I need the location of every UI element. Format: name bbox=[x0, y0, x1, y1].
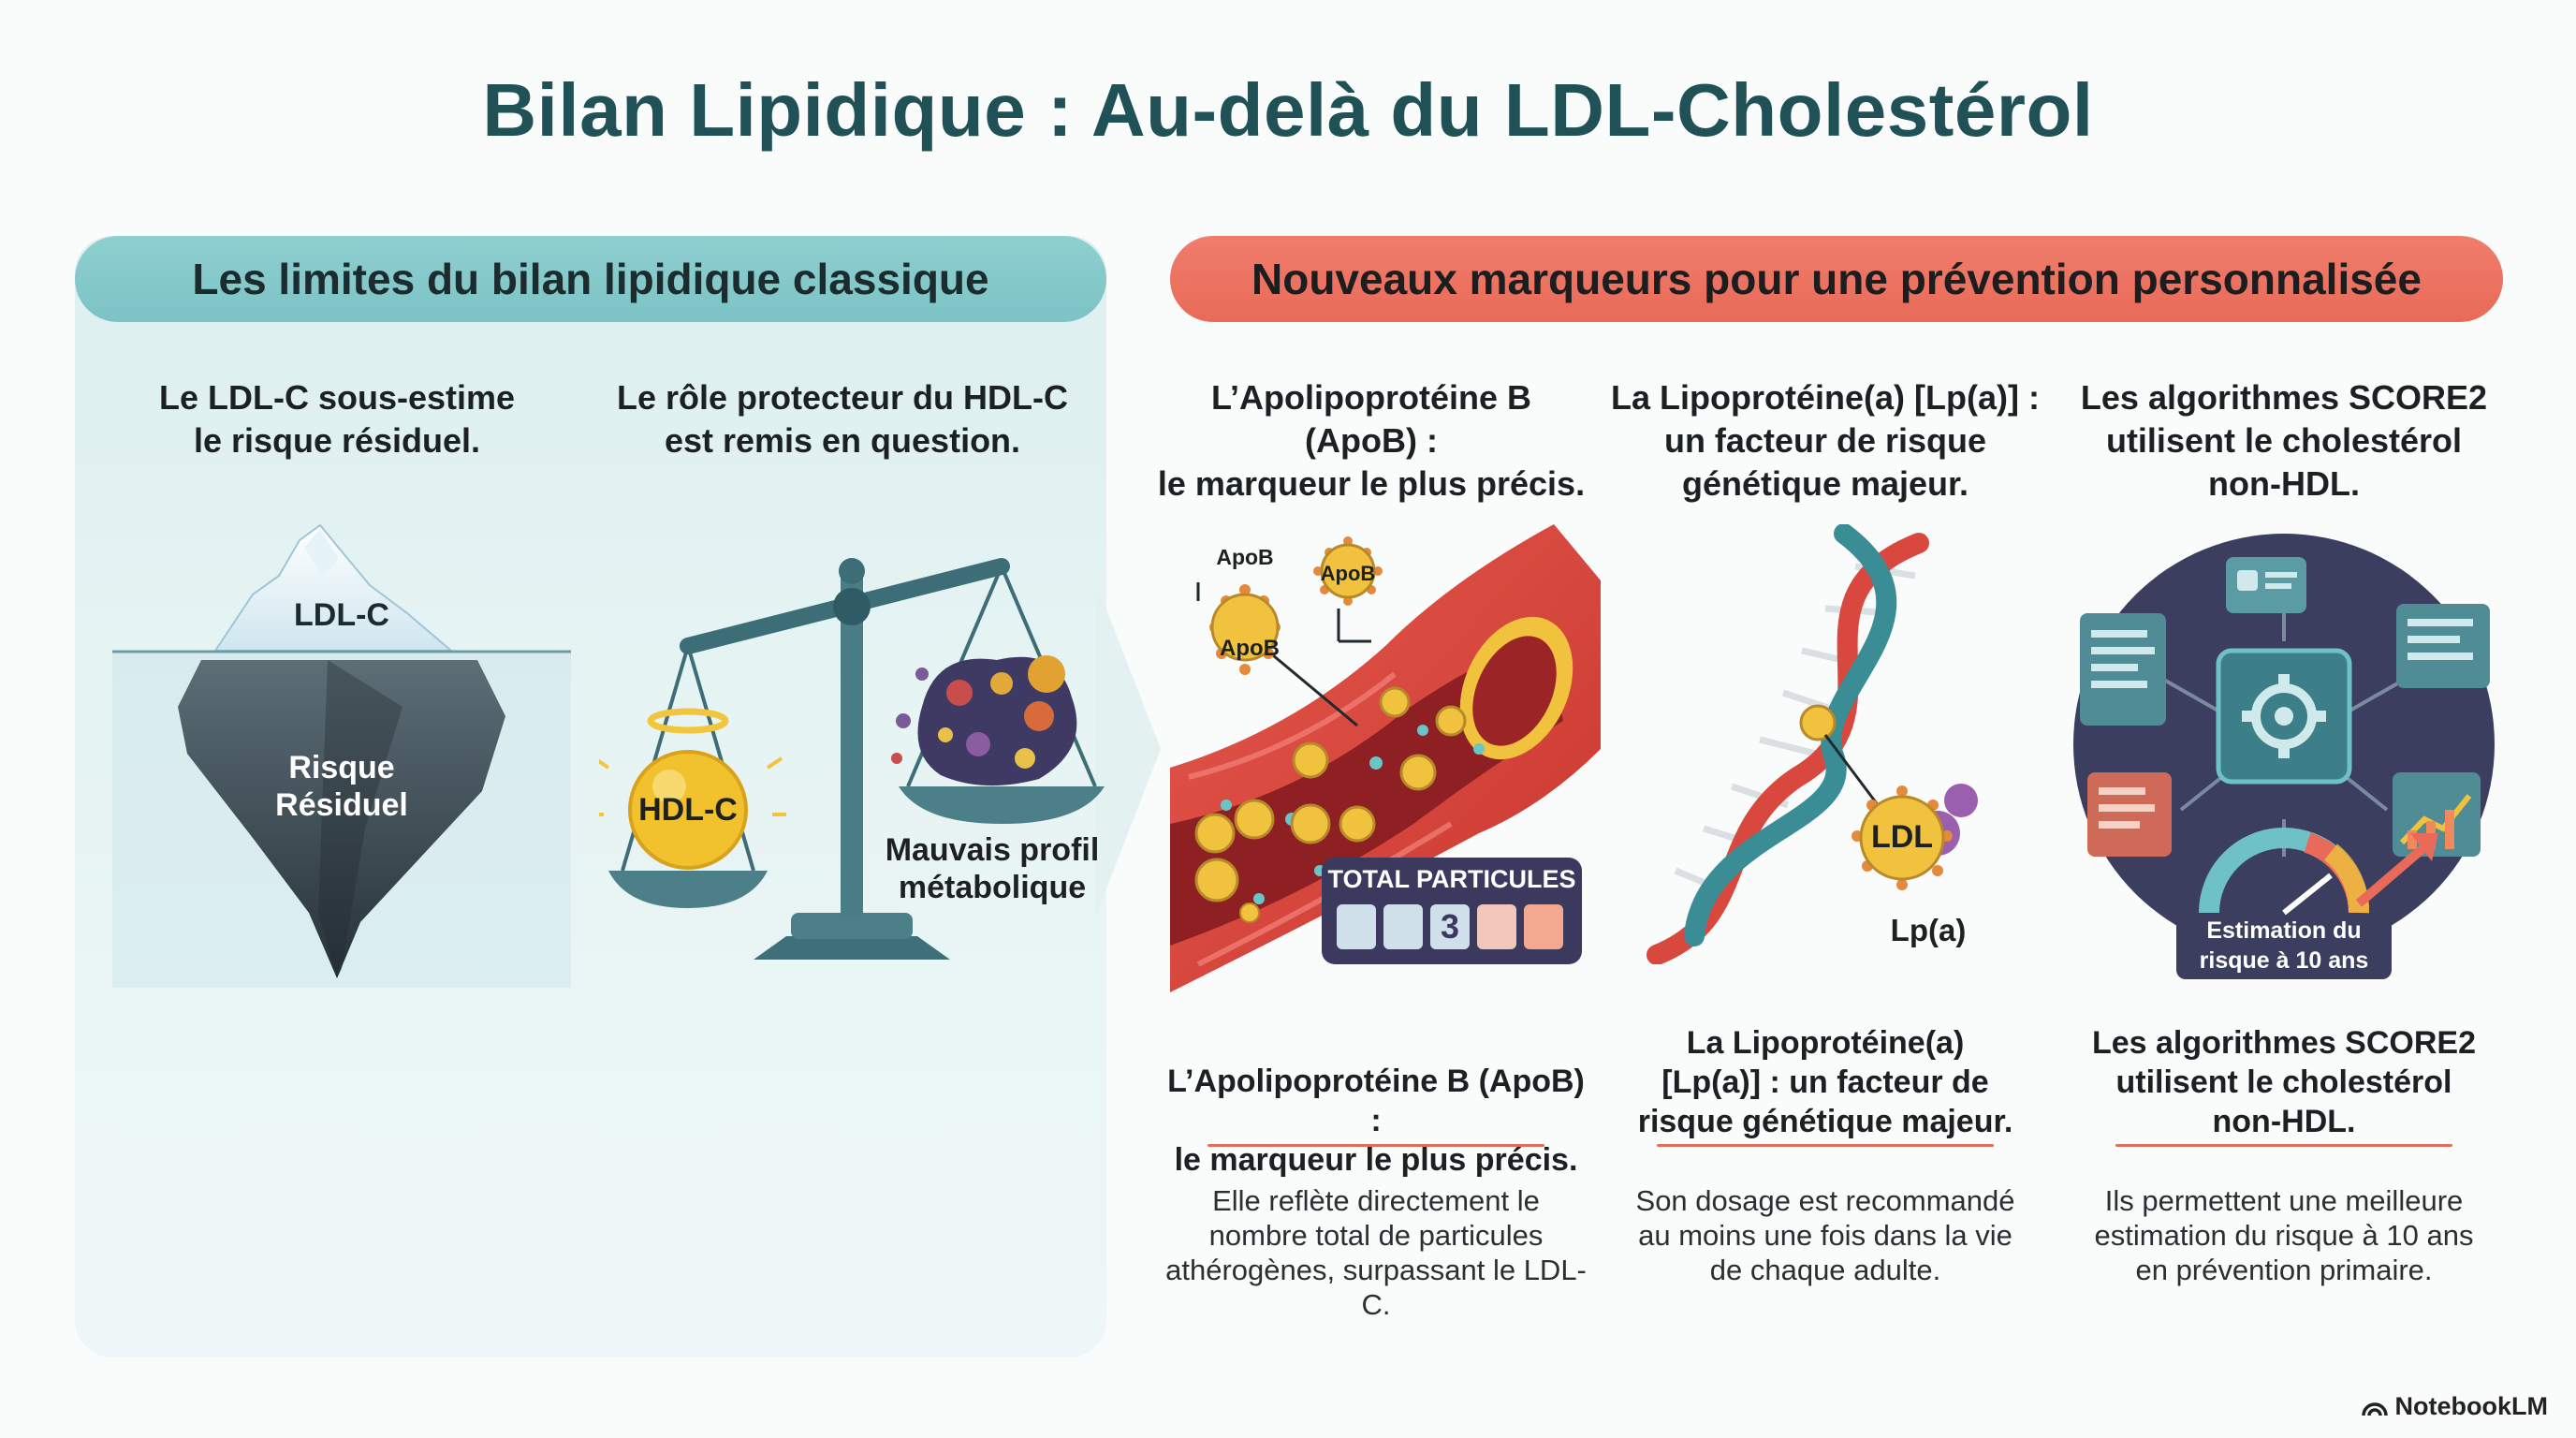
particle-counter-label: TOTAL PARTICULES bbox=[1327, 865, 1576, 893]
iceberg-caption: Le LDL-C sous-estime le risque résiduel. bbox=[158, 378, 516, 460]
lpa-caption: La Lipoprotéine(a) [Lp(a)] : un facteur … bbox=[1611, 378, 2040, 503]
left-section-header: Les limites du bilan lipidique classique bbox=[75, 236, 1106, 322]
counter-digit-value: 3 bbox=[1430, 904, 1470, 949]
lpa-label: Lp(a) bbox=[1890, 913, 1967, 947]
lpa-description: Son dosage est recommandé au moins une f… bbox=[1635, 1184, 2015, 1286]
counter-digit-2 bbox=[1383, 904, 1423, 949]
apob-caption: L’Apolipoprotéine B (ApoB) : le marqueur… bbox=[1157, 378, 1586, 503]
lpa-subtitle: La Lipoprotéine(a) [Lp(a)] : un facteur … bbox=[1637, 1025, 2013, 1139]
iceberg-top-label: LDL-C bbox=[294, 597, 389, 633]
apob-label-top: ApoB bbox=[1216, 545, 1274, 569]
score2-divider bbox=[2115, 1144, 2452, 1147]
apob-description: Elle reflète directement le nombre total… bbox=[1165, 1184, 1587, 1321]
score2-description: Ils permettent une meilleure estimation … bbox=[2094, 1184, 2474, 1286]
apob-subtitle: L’Apolipoprotéine B (ApoB) : le marqueur… bbox=[1167, 1064, 1585, 1178]
apob-divider bbox=[1208, 1144, 1544, 1147]
hdl-caption: Le rôle protecteur du HDL-C est remis en… bbox=[616, 378, 1069, 460]
iceberg-illustration bbox=[112, 523, 571, 988]
score2-dashboard-illustration bbox=[2073, 534, 2495, 955]
balance-scale-illustration bbox=[599, 558, 1105, 960]
brand-label: NotebookLM bbox=[2394, 1392, 2548, 1420]
lpa-divider bbox=[1657, 1144, 1994, 1147]
estimation-label: Estimation du risque à 10 ans bbox=[2199, 917, 2369, 974]
estimation-box bbox=[2176, 916, 2392, 979]
page-title: Bilan Lipidique : Au-delà du LDL-Cholest… bbox=[482, 68, 2094, 152]
counter-digit-1 bbox=[1337, 904, 1376, 949]
counter-digit-4 bbox=[1477, 904, 1516, 949]
score2-caption: Les algorithmes SCORE2 utilisent le chol… bbox=[2080, 378, 2488, 503]
hdl-sphere-label: HDL-C bbox=[638, 792, 738, 828]
iceberg-bottom-label: Risque Résiduel bbox=[275, 750, 408, 823]
dna-helix-illustration bbox=[1647, 524, 1978, 964]
apob-particles bbox=[1209, 536, 1383, 675]
notebooklm-brand: NotebookLM bbox=[2361, 1392, 2548, 1421]
ldl-particle-label: LDL bbox=[1870, 819, 1934, 855]
apob-label-main: ApoB bbox=[1220, 636, 1280, 661]
panel-arrow bbox=[1095, 580, 1161, 917]
notebooklm-logo-icon bbox=[2361, 1401, 2388, 1416]
counter-digit-5 bbox=[1524, 904, 1563, 949]
right-section-header: Nouveaux marqueurs pour une prévention p… bbox=[1170, 236, 2503, 322]
score2-subtitle: Les algorithmes SCORE2 utilisent le chol… bbox=[2091, 1025, 2476, 1139]
apob-label-small: ApoB bbox=[1320, 562, 1376, 585]
metabolic-profile-label: Mauvais profil métabolique bbox=[885, 832, 1100, 905]
artery-illustration bbox=[1170, 524, 1601, 992]
